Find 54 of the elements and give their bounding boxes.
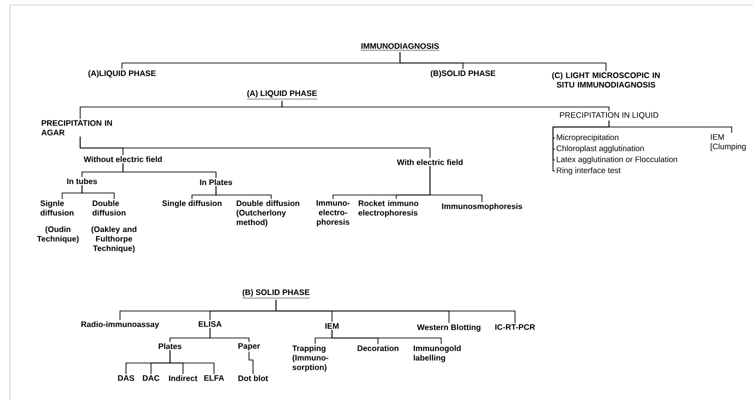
node-label: Microprecipitation: [556, 134, 618, 142]
node-label: (B)SOLID PHASE: [430, 70, 496, 78]
node-label: Double diffusion (Outcherlony method): [236, 200, 300, 227]
node-label: IEM: [325, 323, 339, 329]
tree-line: [248, 351, 254, 374]
node-label: Double diffusion: [92, 200, 126, 216]
tree-line: [82, 184, 115, 200]
node-label: IEM [Clumping: [710, 134, 746, 151]
node-label: (A)LIQUID PHASE: [88, 70, 156, 78]
node-label: (C) LIGHT MICROSCOPIC IN SITU IMMUNODIAGNOSIS: [552, 72, 660, 88]
node-label: Indirect: [169, 375, 198, 382]
tree-line: [80, 136, 430, 158]
tree-line: [276, 299, 516, 324]
node-label: PRECIPITATION IN AGAR: [41, 120, 112, 136]
node-label: Trapping (Immuno- sorption): [292, 345, 328, 372]
section-heading: (A) LIQUID PHASE: [246, 90, 318, 100]
tree-line: [170, 350, 214, 374]
node-label: DAC: [142, 375, 160, 381]
node-label: IC-RT-PCR: [495, 324, 536, 330]
node-label: In tubes: [67, 178, 97, 184]
tree-line: [608, 120, 732, 134]
node-label: Without electric field: [84, 156, 162, 162]
node-label: DAS: [118, 375, 134, 381]
tree-line: [122, 162, 216, 178]
tree-line: [430, 166, 482, 202]
tree-line: [282, 100, 610, 112]
node-label: ELISA: [198, 321, 222, 327]
tree-line: [332, 330, 442, 344]
node-label: Western Blotting: [417, 324, 480, 332]
node-label: Signle diffusion: [40, 200, 74, 216]
node-label: Latex agglutination or Flocculation: [556, 156, 678, 164]
node-label: Immunosmophoresis: [442, 203, 522, 211]
node-label: Radio-immunoassay: [81, 321, 160, 329]
tree-line: [400, 52, 606, 72]
node-label: Immunogold labelling: [414, 345, 461, 362]
tree-line: [210, 328, 250, 342]
note-text: (Oudin Technique): [37, 226, 79, 244]
node-label: Plates: [158, 343, 182, 350]
node-label: Immuno- electro- phoresis: [316, 200, 350, 226]
node-label: Decoration: [358, 345, 398, 352]
node-label: In Plates: [200, 179, 232, 186]
node-label: Ring interface test: [556, 167, 621, 175]
node-label: Rocket immuno electrophoresis: [358, 200, 418, 218]
node-label: PRECIPITATION IN LIQUID: [560, 112, 658, 120]
node-label: Single diffusion: [162, 200, 222, 208]
section-heading: (B) SOLID PHASE: [242, 289, 310, 298]
note-text: (Oakley and Fulthorpe Technique): [92, 226, 136, 253]
node-label: Paper: [238, 343, 260, 350]
tree-line: [216, 186, 272, 200]
node-label: Dot blot: [238, 375, 268, 382]
node-label: Chloroplast agglutination: [556, 145, 644, 153]
heading: IMMUNODIAGNOSIS: [360, 43, 440, 50]
node-label: With electric field: [396, 159, 463, 166]
node-label: ELFA: [204, 375, 224, 381]
